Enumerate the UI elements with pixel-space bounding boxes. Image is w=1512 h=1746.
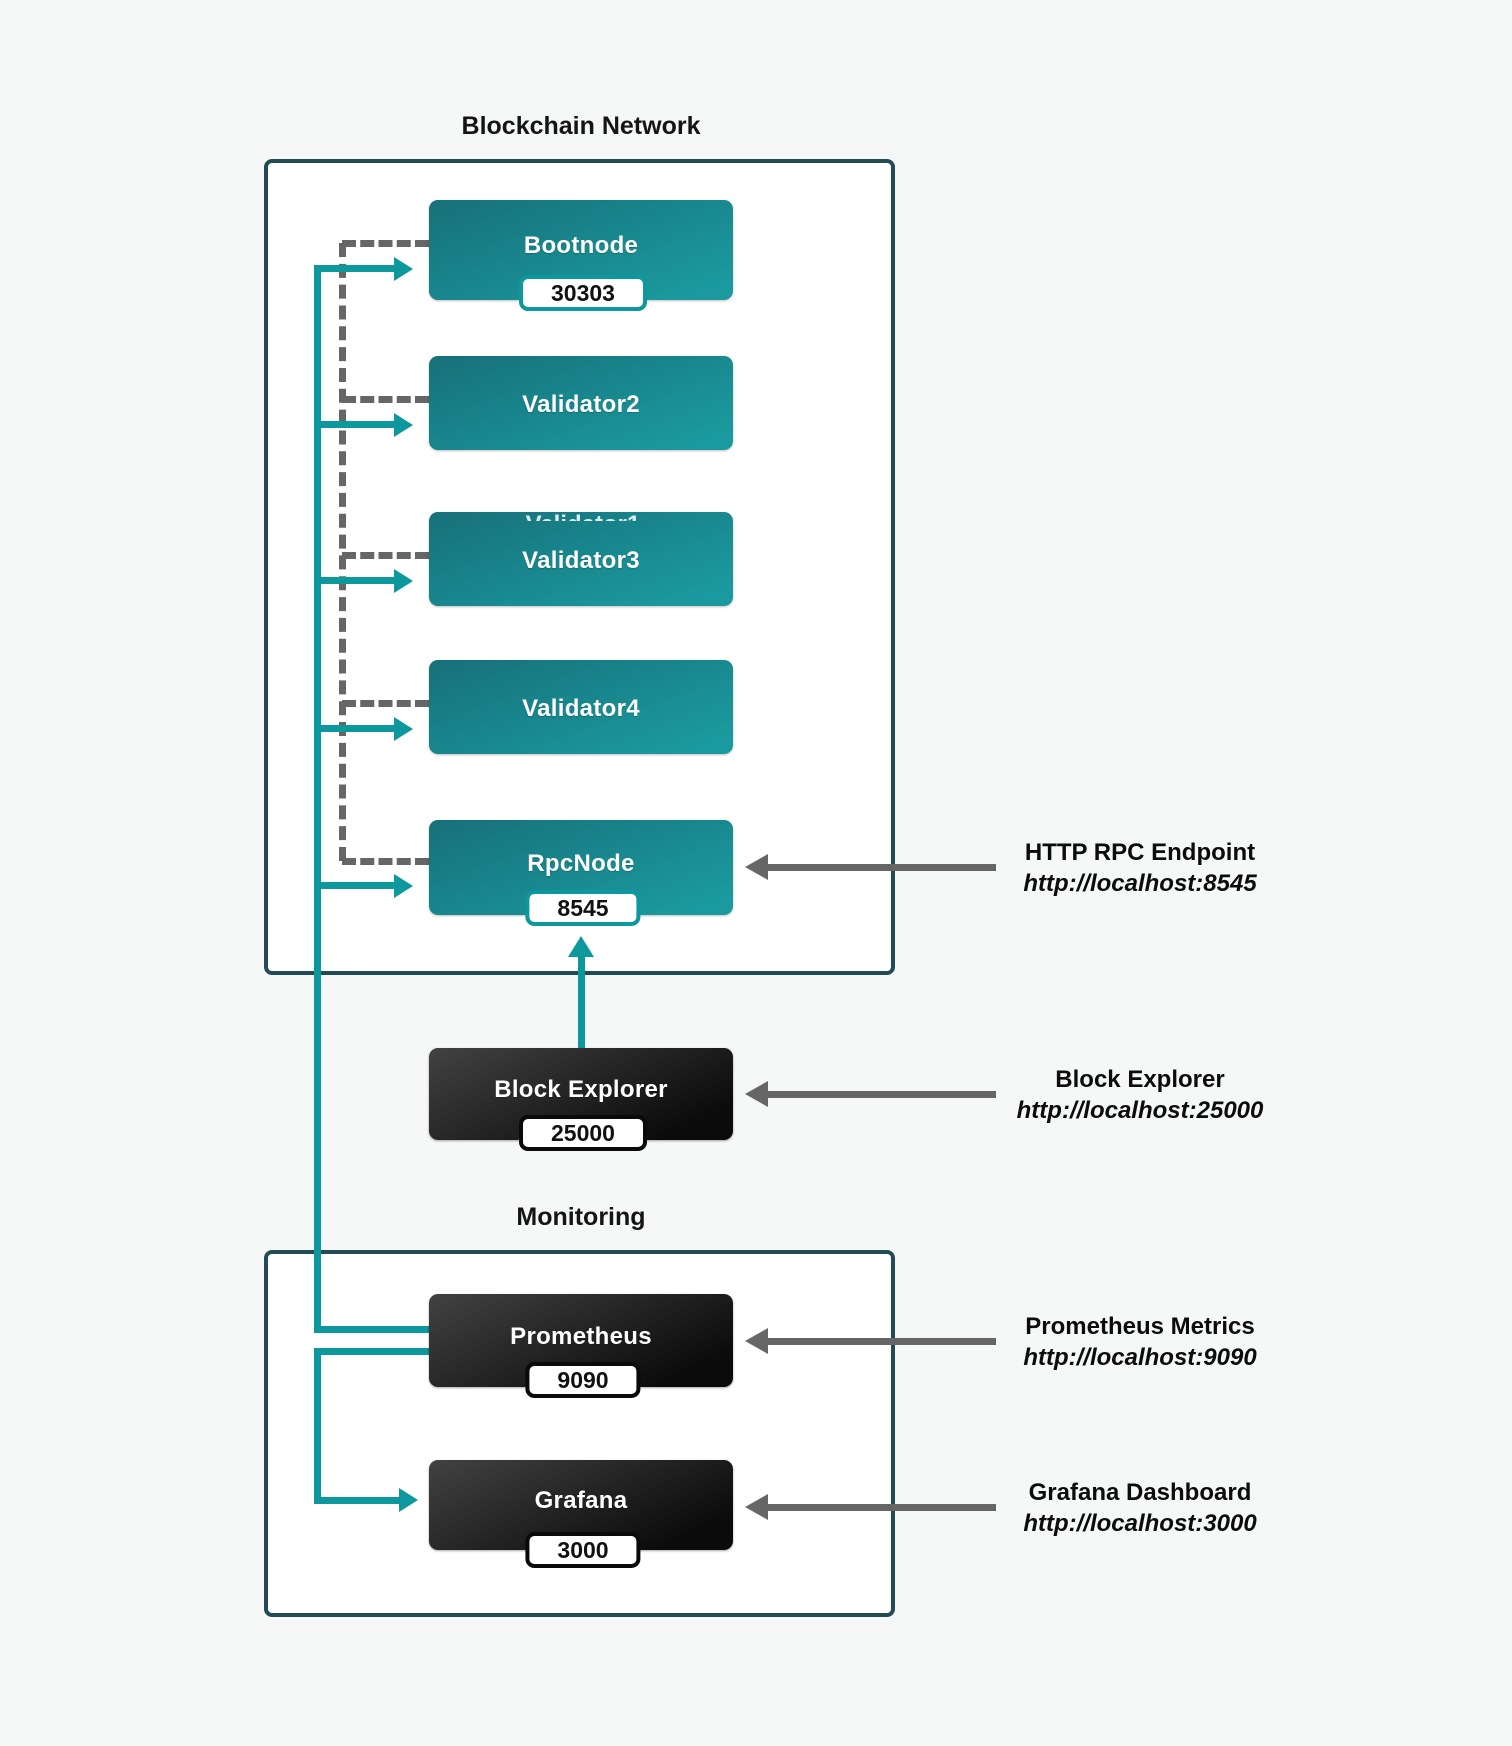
grafana-label: Grafana	[534, 1487, 628, 1514]
gray-arrowhead-prometheus-icon	[745, 1328, 768, 1354]
edge-to-rpcnode	[314, 882, 394, 889]
dashed-branch-validator4	[342, 700, 429, 707]
edge-to-bootnode	[314, 265, 394, 272]
node-validator1-hidden: Validator1	[498, 513, 668, 521]
gray-arrowhead-explorer-icon	[745, 1081, 768, 1107]
edge-to-grafana	[314, 1497, 401, 1504]
dashed-branch-validator3	[342, 552, 429, 559]
gray-arrow-explorer-line	[768, 1091, 996, 1098]
validator2-label: Validator2	[522, 391, 640, 418]
annotation-block-explorer-title: Block Explorer	[1055, 1066, 1225, 1093]
arrowhead-up-rpcnode-icon	[568, 936, 594, 957]
annotation-grafana-title: Grafana Dashboard	[1028, 1479, 1252, 1506]
annotation-http-rpc: HTTP RPC Endpoint http://localhost:8545	[990, 837, 1290, 899]
prometheus-label: Prometheus	[510, 1322, 652, 1350]
annotation-block-explorer-url: http://localhost:25000	[1016, 1097, 1264, 1124]
blockchain-cluster-title: Blockchain Network	[461, 112, 701, 140]
teal-spine-line	[314, 265, 321, 1333]
arrowhead-rpcnode-icon	[394, 874, 413, 898]
validator4-label: Validator4	[522, 695, 640, 722]
bootnode-port-badge: 30303	[519, 275, 647, 311]
block-explorer-port-badge: 25000	[519, 1115, 647, 1151]
edge-explorer-rpcnode	[578, 957, 585, 1048]
node-grafana: Grafana	[429, 1460, 733, 1550]
block-explorer-label: Block Explorer	[494, 1076, 668, 1103]
edge-to-validator2	[314, 421, 394, 428]
rpcnode-port-badge: 8545	[525, 890, 641, 926]
annotation-prometheus-url: http://localhost:9090	[1023, 1344, 1257, 1371]
annotation-block-explorer: Block Explorer http://localhost:25000	[990, 1064, 1290, 1126]
annotation-prometheus-title: Prometheus Metrics	[1025, 1313, 1255, 1340]
prometheus-port-badge: 9090	[525, 1362, 641, 1398]
dashed-branch-bootnode	[342, 240, 429, 247]
rpcnode-label: RpcNode	[527, 849, 635, 877]
gray-arrowhead-grafana-icon	[745, 1494, 768, 1520]
arrowhead-bootnode-icon	[394, 257, 413, 281]
gray-arrow-rpc-line	[768, 864, 996, 871]
gray-arrowhead-rpc-icon	[745, 854, 768, 880]
edge-to-validator3	[314, 577, 394, 584]
arrowhead-grafana-icon	[399, 1488, 418, 1512]
gray-arrow-prometheus-line	[768, 1338, 996, 1345]
node-validator2: Validator2	[429, 356, 733, 450]
dashed-branch-rpcnode	[342, 858, 429, 865]
edge-prometheus-out	[314, 1348, 429, 1355]
node-validator4: Validator4	[429, 660, 733, 754]
dashed-branch-validator2	[342, 396, 429, 403]
arrowhead-validator3-icon	[394, 569, 413, 593]
arrowhead-validator4-icon	[394, 717, 413, 741]
annotation-grafana-url: http://localhost:3000	[1023, 1510, 1257, 1537]
annotation-http-rpc-url: http://localhost:8545	[1023, 870, 1257, 897]
annotation-prometheus: Prometheus Metrics http://localhost:9090	[990, 1311, 1290, 1373]
annotation-http-rpc-title: HTTP RPC Endpoint	[1024, 839, 1256, 866]
edge-to-prometheus	[314, 1326, 429, 1333]
node-validator3: Validator3	[429, 512, 733, 606]
gray-arrow-grafana-line	[768, 1504, 996, 1511]
monitoring-cluster-title: Monitoring	[516, 1203, 646, 1231]
arrowhead-validator2-icon	[394, 413, 413, 437]
validator3-label: Validator3	[522, 547, 640, 574]
edge-prometheus-grafana-vertical	[314, 1348, 321, 1504]
edge-to-validator4	[314, 725, 394, 732]
node-rpcnode: RpcNode	[429, 820, 733, 915]
annotation-grafana: Grafana Dashboard http://localhost:3000	[990, 1477, 1290, 1539]
grafana-port-badge: 3000	[525, 1532, 641, 1568]
validator1-label: Validator1	[498, 513, 668, 521]
bootnode-label: Bootnode	[523, 232, 639, 259]
